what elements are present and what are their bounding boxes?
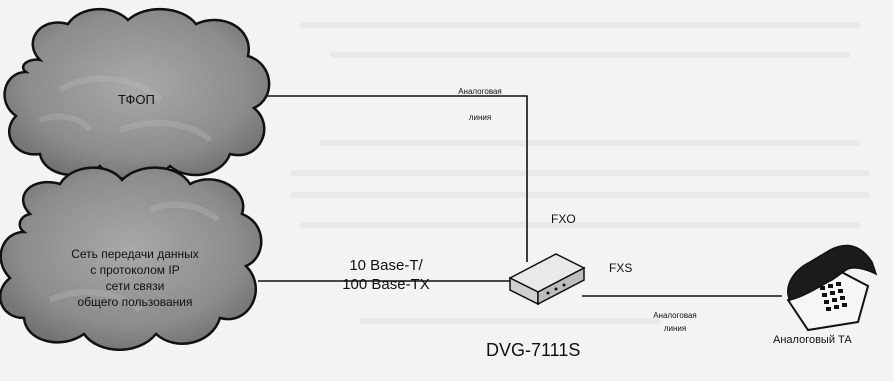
telephone-icon xyxy=(786,244,878,332)
ethernet-label-line: 10 Base-T/ xyxy=(349,257,423,274)
ethernet-label: 10 Base-T/ 100 Base-TX xyxy=(316,256,456,294)
ethernet-label-line: 100 Base-TX xyxy=(342,276,430,293)
gateway-device-icon xyxy=(508,253,586,306)
gateway-model-label: DVG-7111S xyxy=(486,340,581,360)
background-text-line xyxy=(290,170,870,176)
background-text-line xyxy=(330,52,850,58)
pstn-analog-line-label: Аналоговая линия xyxy=(444,79,516,131)
data-network-label-line: общего пользования xyxy=(77,295,193,309)
background-text-line xyxy=(300,22,860,28)
background-text-line xyxy=(300,222,860,228)
background-text-line xyxy=(290,192,870,198)
data-network-label-line: сети связи xyxy=(105,279,165,293)
phone-label: Аналоговый ТА xyxy=(773,334,852,346)
pstn-analog-line xyxy=(255,95,528,262)
link-label-line: линия xyxy=(468,113,492,122)
pstn-label: ТФОП xyxy=(118,92,155,107)
phone-analog-line-label: Аналоговая линия xyxy=(640,309,710,335)
fxo-port-label: FXO xyxy=(551,212,576,226)
pstn-cloud xyxy=(3,7,271,181)
fxs-port-label: FXS xyxy=(609,261,633,275)
link-label-line: Аналоговая xyxy=(653,311,697,320)
data-network-cloud xyxy=(0,166,263,351)
data-network-label-line: с протоколом IP xyxy=(90,263,180,277)
data-network-label-line: Сеть передачи данных xyxy=(71,247,199,261)
background-text-line xyxy=(320,140,860,146)
link-label-line: линия xyxy=(663,324,687,333)
connection-lines xyxy=(255,95,782,297)
background-text-line xyxy=(360,318,660,324)
link-label-line: Аналоговая xyxy=(458,87,502,96)
data-network-label: Сеть передачи данных с протоколом IP сет… xyxy=(30,246,240,310)
